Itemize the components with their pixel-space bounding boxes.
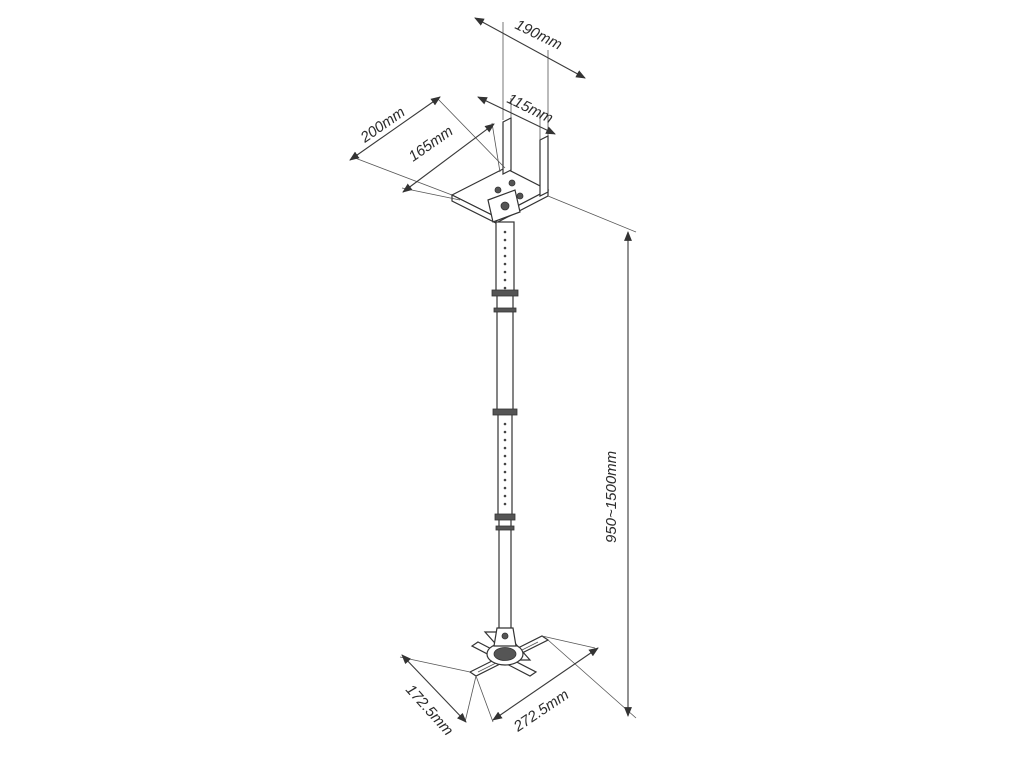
- label-950-1500mm: 950~1500mm: [603, 451, 620, 543]
- ceiling-plate: [450, 117, 550, 224]
- label-190mm: 190mm: [512, 16, 564, 53]
- label-172-5mm: 172.5mm: [402, 681, 456, 739]
- label-272-5mm: 272.5mm: [510, 686, 572, 736]
- dimension-labels: 190mm 115mm 200mm 165mm 950~1500mm 172.5…: [357, 16, 620, 739]
- dimension-lines: [349, 17, 637, 723]
- label-165mm: 165mm: [406, 123, 457, 166]
- telescopic-pole: [491, 221, 519, 631]
- projector-bracket: [468, 627, 550, 677]
